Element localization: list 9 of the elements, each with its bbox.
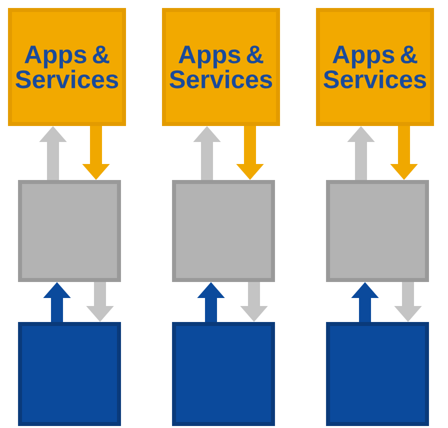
square-box bbox=[326, 322, 429, 426]
apps-services-box: Apps & Services bbox=[162, 8, 280, 126]
apps-services-box: Apps & Services bbox=[8, 8, 126, 126]
square-box bbox=[18, 322, 121, 426]
square-box bbox=[172, 180, 275, 282]
square-box bbox=[18, 180, 121, 282]
square-box bbox=[326, 180, 429, 282]
apps-services-box: Apps & Services bbox=[316, 8, 434, 126]
square-box bbox=[172, 322, 275, 426]
